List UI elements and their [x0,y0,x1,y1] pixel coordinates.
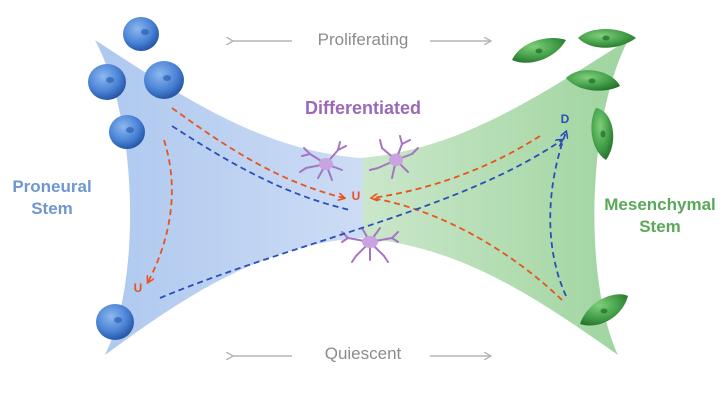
u-marker-center: U [351,189,361,203]
blue-arrow-pn-to-mes [159,140,562,299]
mesenchymal-cell-icon [566,70,620,91]
proliferating-label: Proliferating [317,30,409,49]
proneural-cell-icon [109,115,145,149]
mesenchymal-cell-icon [591,108,614,160]
orange-arrow-pn-to-quiescent [148,139,173,282]
orange-arrow-quiescent-to-diff [371,197,563,301]
neuron-icon [341,227,399,263]
proneural-stem-label: Proneural Stem [2,176,102,220]
hourglass-band [95,40,363,355]
proneural-label-line1: Proneural [12,177,92,196]
hourglass-band-right [363,40,628,355]
proneural-cell-icon [123,17,159,51]
orange-arrow-pn-to-diff [171,107,344,198]
proneural-cell-icon [88,64,126,100]
proneural-cell-icon [144,61,184,99]
orange-arrow-mes-to-diff [372,135,541,198]
proneural-label-line2: Stem [31,199,73,218]
proneural-cell-icon [96,304,134,340]
mesenchymal-label-line1: Mesenchymal [604,195,716,214]
mesenchymal-cell-icon [578,29,636,48]
u-marker-left: U [133,281,143,295]
quiescent-label: Quiescent [324,344,402,363]
mesenchymal-cell-icon [580,294,628,326]
mesenchymal-cell-icon [512,38,566,63]
mesenchymal-label-line2: Stem [639,217,681,236]
neuron-icon [299,141,347,181]
neuron-icon [369,135,419,179]
d-marker-right: D [560,112,570,126]
blue-arrow-pn-to-diff [171,125,351,211]
differentiated-label: Differentiated [304,98,421,118]
mesenchymal-stem-label: Mesenchymal Stem [594,194,726,238]
